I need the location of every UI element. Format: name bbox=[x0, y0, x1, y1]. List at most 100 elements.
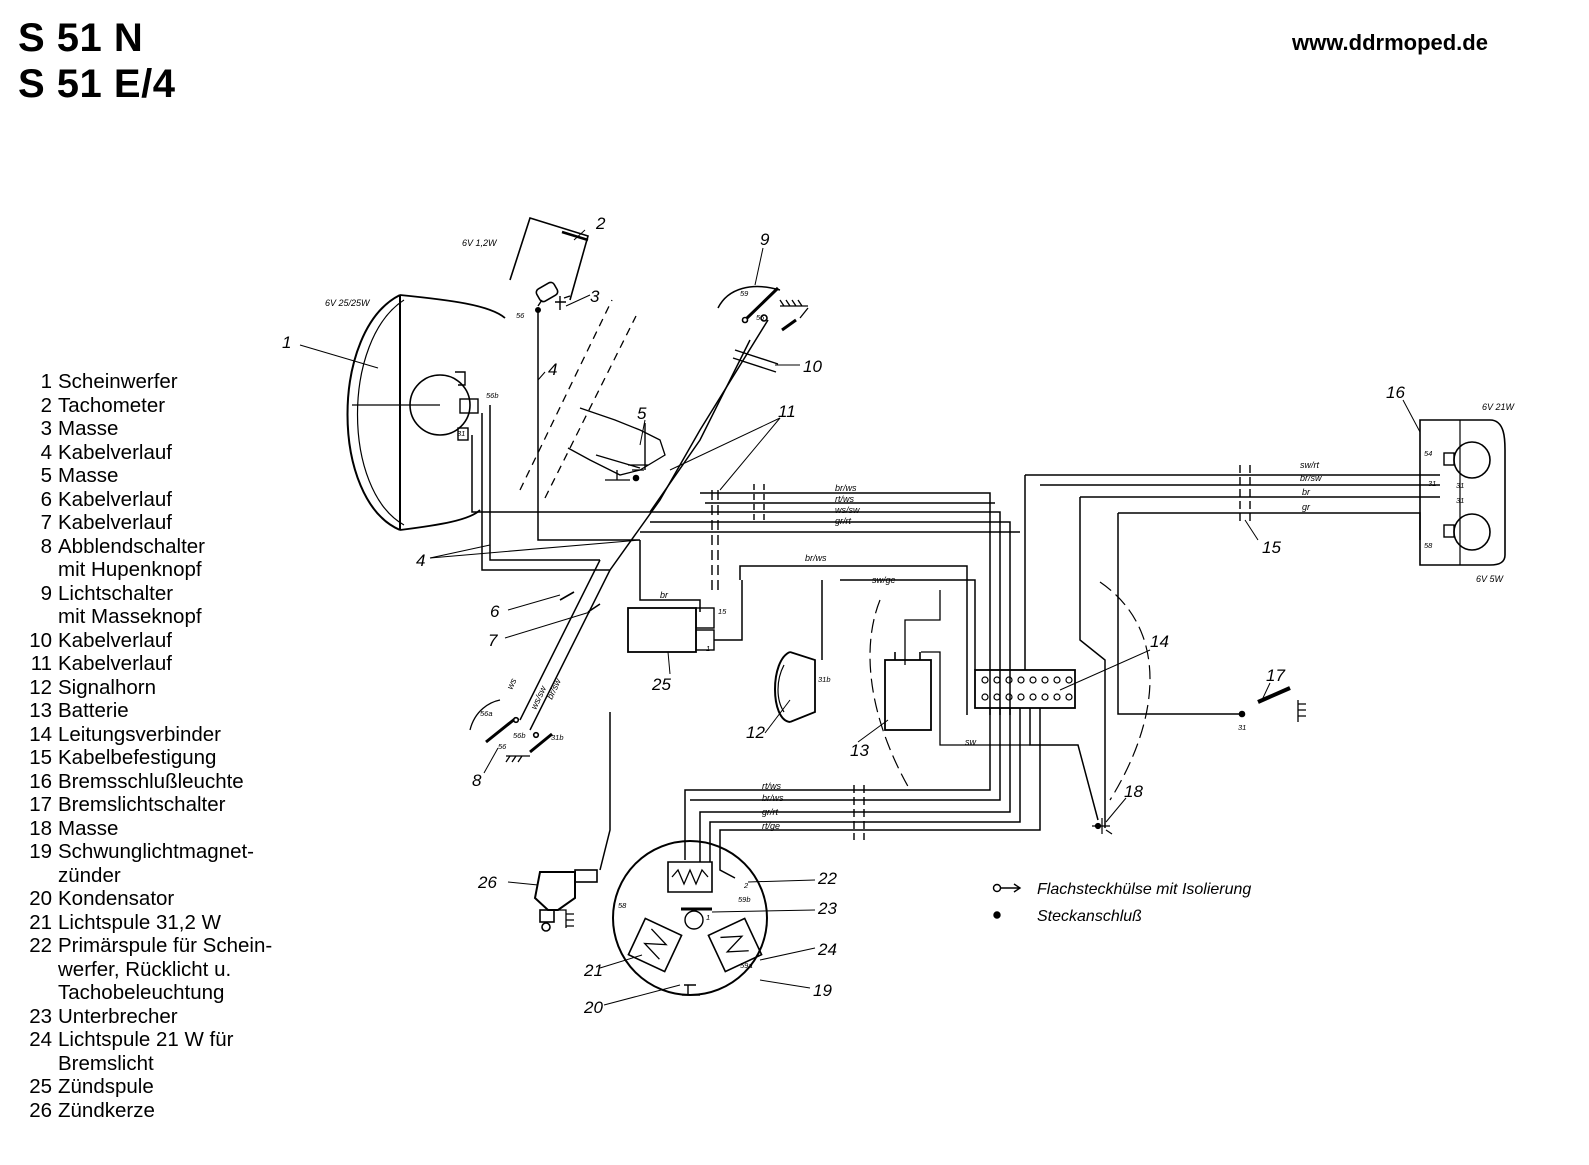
legend-item: 24 Lichtspule 21 W für Bremslicht bbox=[18, 1028, 358, 1075]
legend-number: 11 bbox=[30, 652, 52, 675]
light-switch bbox=[717, 285, 809, 332]
callout-14: 14 bbox=[1150, 632, 1169, 651]
callout-12: 12 bbox=[746, 723, 765, 742]
wiring bbox=[471, 312, 1440, 879]
legend-number: 2 bbox=[40, 393, 52, 417]
callout-4b: 4 bbox=[416, 551, 425, 570]
wire-label-ws-sw: ws/sw bbox=[835, 505, 860, 515]
terminal-31-brake-switch: 31 bbox=[1238, 723, 1246, 732]
wire-label-rt-ws: rt/ws bbox=[835, 494, 854, 504]
legend-number: 22 bbox=[29, 934, 52, 957]
legend-number: 18 bbox=[29, 816, 52, 840]
legend-label: Masse bbox=[58, 816, 119, 840]
callout-26: 26 bbox=[477, 873, 497, 892]
legend-label: Tachometer bbox=[58, 393, 166, 417]
terminal-2-magneto: 2 bbox=[743, 881, 749, 890]
callout-16: 16 bbox=[1386, 383, 1405, 402]
wire-label-rt-ge: rt/ge bbox=[762, 821, 780, 831]
terminal-56a: 56a bbox=[480, 709, 493, 718]
key-symbols bbox=[992, 883, 1022, 919]
wire-label-gr-rt-2: gr/rt bbox=[762, 807, 779, 817]
wire-label-br-sw: br/sw bbox=[1300, 473, 1322, 483]
wire-label-gr: gr bbox=[1302, 502, 1311, 512]
callout-8: 8 bbox=[472, 771, 482, 790]
legend-number: 4 bbox=[40, 440, 52, 464]
masse-5 bbox=[628, 423, 648, 482]
callout-13: 13 bbox=[850, 741, 869, 760]
terminal-31-rear-c: 31 bbox=[1456, 496, 1464, 505]
tail-rating: 6V 5W bbox=[1476, 574, 1505, 584]
legend-label: Bremslichtschalter bbox=[58, 793, 226, 816]
terminal-1-magneto: 1 bbox=[706, 913, 710, 922]
headlight bbox=[346, 294, 506, 531]
ground-arcs bbox=[869, 581, 1151, 835]
wire-label-br-2: br bbox=[660, 590, 669, 600]
terminal-15: 15 bbox=[718, 607, 727, 616]
legend-label: Lichtspule 21 W für Bremslicht bbox=[58, 1028, 234, 1075]
callout-9: 9 bbox=[760, 230, 770, 249]
legend-label: Signalhorn bbox=[58, 675, 157, 699]
terminal-59b: 59b bbox=[738, 895, 751, 904]
callout-4a: 4 bbox=[548, 360, 557, 379]
legend-item: 22 Primärspule für Schein- werfer, Rückli… bbox=[18, 934, 358, 1005]
legend-label: Batterie bbox=[58, 699, 129, 722]
legend-label: Zündspule bbox=[58, 1075, 154, 1098]
legend-number: 15 bbox=[29, 746, 52, 769]
callout-17: 17 bbox=[1266, 666, 1285, 685]
terminal-59: 59 bbox=[740, 289, 749, 298]
legend-label: Kabelverlauf bbox=[58, 652, 172, 675]
wire-label-sw-ge: sw/ge bbox=[872, 575, 896, 585]
wire-label-sw-rt: sw/rt bbox=[1300, 460, 1319, 470]
terminal-58-magneto: 58 bbox=[618, 901, 627, 910]
legend-label: Kondensator bbox=[58, 887, 175, 910]
terminal-56b: 56b bbox=[486, 391, 499, 400]
legend-number: 24 bbox=[29, 1028, 52, 1051]
plug-connector-icon bbox=[993, 911, 1001, 919]
horn bbox=[774, 651, 816, 723]
legend-number: 3 bbox=[40, 417, 52, 440]
legend-label: Kabelbefestigung bbox=[58, 746, 217, 769]
terminal-1-coil: 1 bbox=[706, 644, 710, 653]
legend-number: 9 bbox=[40, 581, 52, 605]
legend-label: Lichtschalter mit Masseknopf bbox=[58, 581, 202, 629]
wire-label-br-ws-2: br/ws bbox=[805, 553, 827, 563]
tacho-rating: 6V 1,2W bbox=[462, 238, 498, 248]
legend-label: Kabelverlauf bbox=[58, 511, 172, 534]
callout-10: 10 bbox=[803, 357, 822, 376]
terminal-54: 54 bbox=[1424, 449, 1432, 458]
legend-number: 26 bbox=[29, 1098, 52, 1122]
callout-19: 19 bbox=[813, 981, 832, 1000]
callout-11: 11 bbox=[778, 402, 796, 421]
legend-number: 14 bbox=[29, 722, 52, 746]
callout-7: 7 bbox=[488, 631, 498, 650]
terminal-31-rear: 31 bbox=[1428, 479, 1436, 488]
legend-label: Lichtspule 31,2 W bbox=[58, 910, 221, 934]
legend-label: Primärspule für Schein- werfer, Rücklich… bbox=[58, 934, 273, 1004]
spark-plug bbox=[533, 869, 598, 932]
legend-label: Abblendschalter mit Hupenknopf bbox=[58, 534, 206, 582]
wire-label-rt-ws-2: rt/ws bbox=[762, 781, 781, 791]
terminal-31b-horn: 31b bbox=[818, 675, 831, 684]
terminal-58-rear: 58 bbox=[1424, 541, 1433, 550]
masse-3 bbox=[555, 295, 571, 310]
callout-18: 18 bbox=[1124, 782, 1143, 801]
legend-number: 19 bbox=[29, 840, 52, 863]
flat-connector-icon bbox=[992, 883, 1002, 893]
